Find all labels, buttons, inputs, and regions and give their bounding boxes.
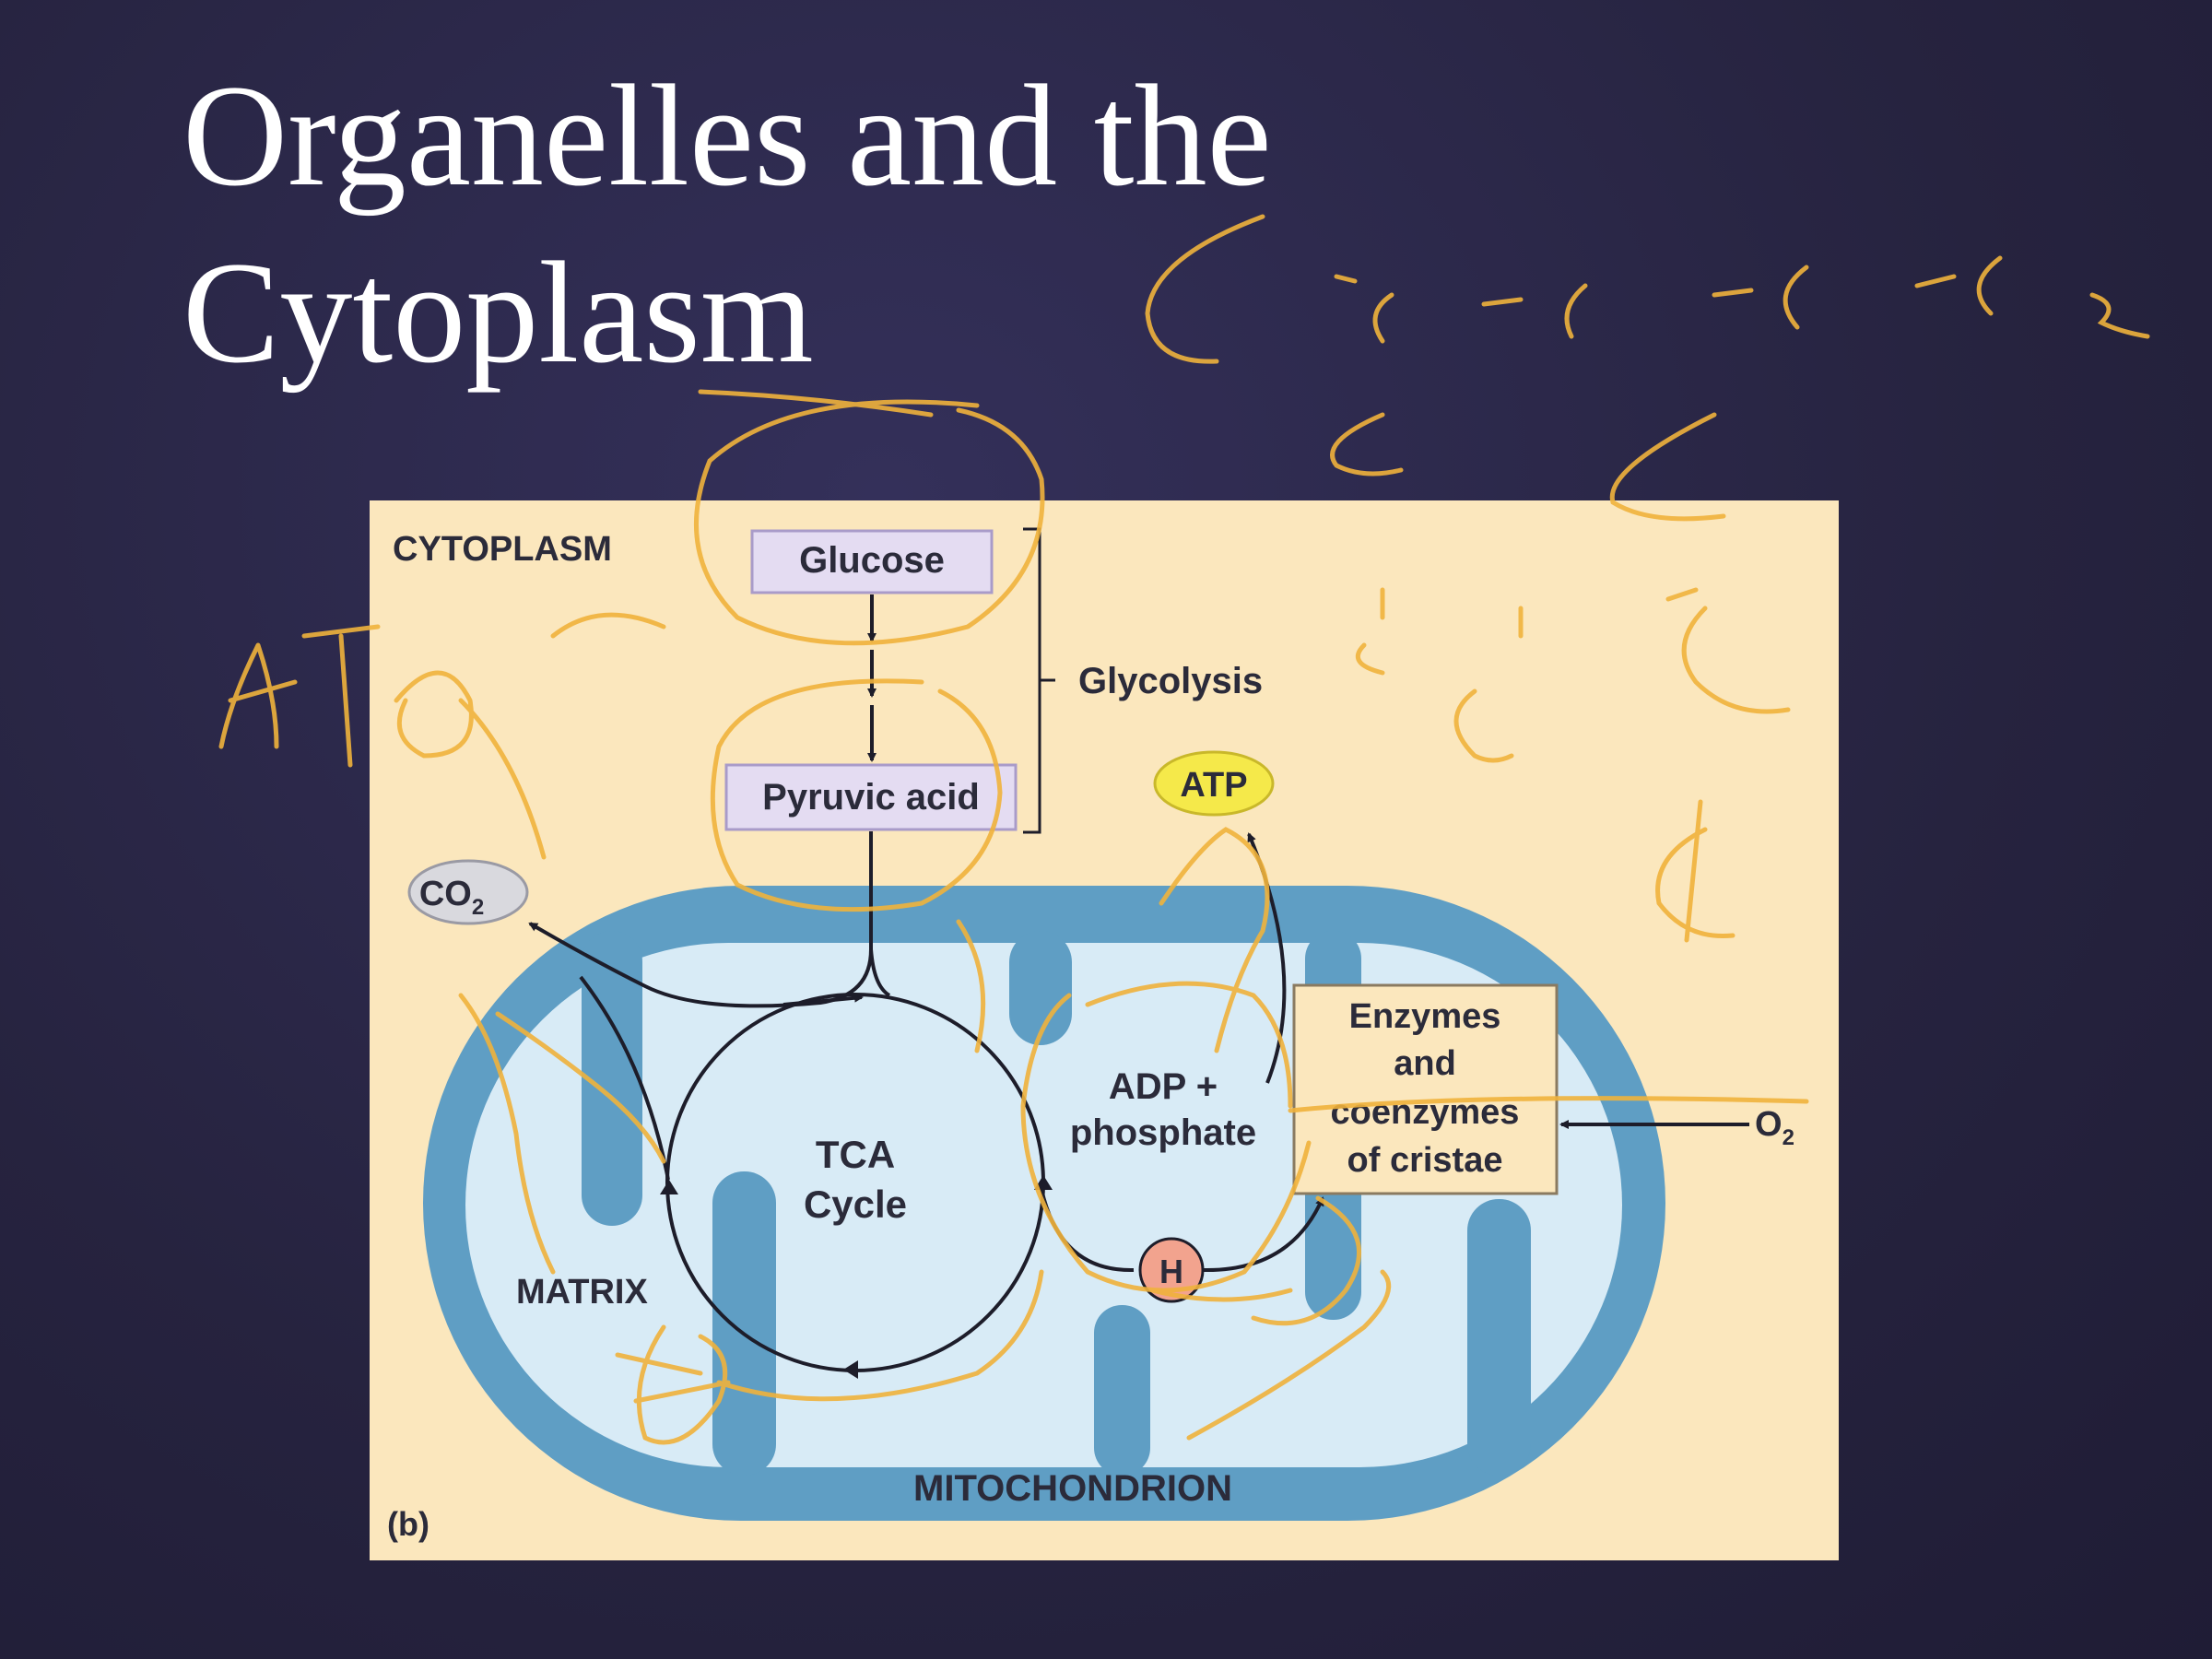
o2-label: O2	[1755, 1105, 1794, 1150]
enzymes-line2: and	[1394, 1044, 1456, 1083]
enzymes-line1: Enzymes	[1349, 997, 1501, 1036]
hydrogen-badge	[1138, 1237, 1205, 1303]
atp-label: ATP	[1180, 766, 1247, 805]
mitochondrion-diagram: CYTOPLASM Glucose Pyruvic acid Glycolysi…	[370, 500, 1839, 1560]
handwritten-annotations	[218, 214, 2150, 1445]
slide-title-line2: Cytoplasm	[182, 232, 814, 394]
adp-label-line1: ADP +	[1109, 1066, 1218, 1107]
enzymes-line4: of cristae	[1347, 1141, 1503, 1180]
slide-title-line1: Organelles and the	[182, 55, 1272, 217]
glycolysis-label: Glycolysis	[1078, 661, 1263, 701]
matrix-label: MATRIX	[516, 1273, 648, 1312]
enzymes-box	[1292, 983, 1559, 1195]
adp-label-line2: phosphate	[1070, 1112, 1256, 1153]
tca-label-line2: Cycle	[804, 1182, 907, 1226]
glucose-label: Glucose	[799, 540, 945, 581]
pyruvic-acid-box	[724, 763, 1018, 831]
glycolysis-bracket	[1023, 527, 1055, 834]
mitochondrion-label: MITOCHONDRION	[913, 1468, 1232, 1509]
tca-label-line1: TCA	[816, 1133, 895, 1176]
panel-label: (b)	[387, 1505, 429, 1543]
co2-badge	[407, 859, 529, 925]
glucose-box	[750, 529, 994, 594]
pyruvic-acid-label: Pyruvic acid	[762, 777, 980, 818]
cytoplasm-label: CYTOPLASM	[393, 530, 612, 569]
co2-label: CO2	[419, 875, 484, 920]
hydrogen-label: H	[1159, 1253, 1183, 1290]
atp-badge	[1153, 750, 1275, 817]
